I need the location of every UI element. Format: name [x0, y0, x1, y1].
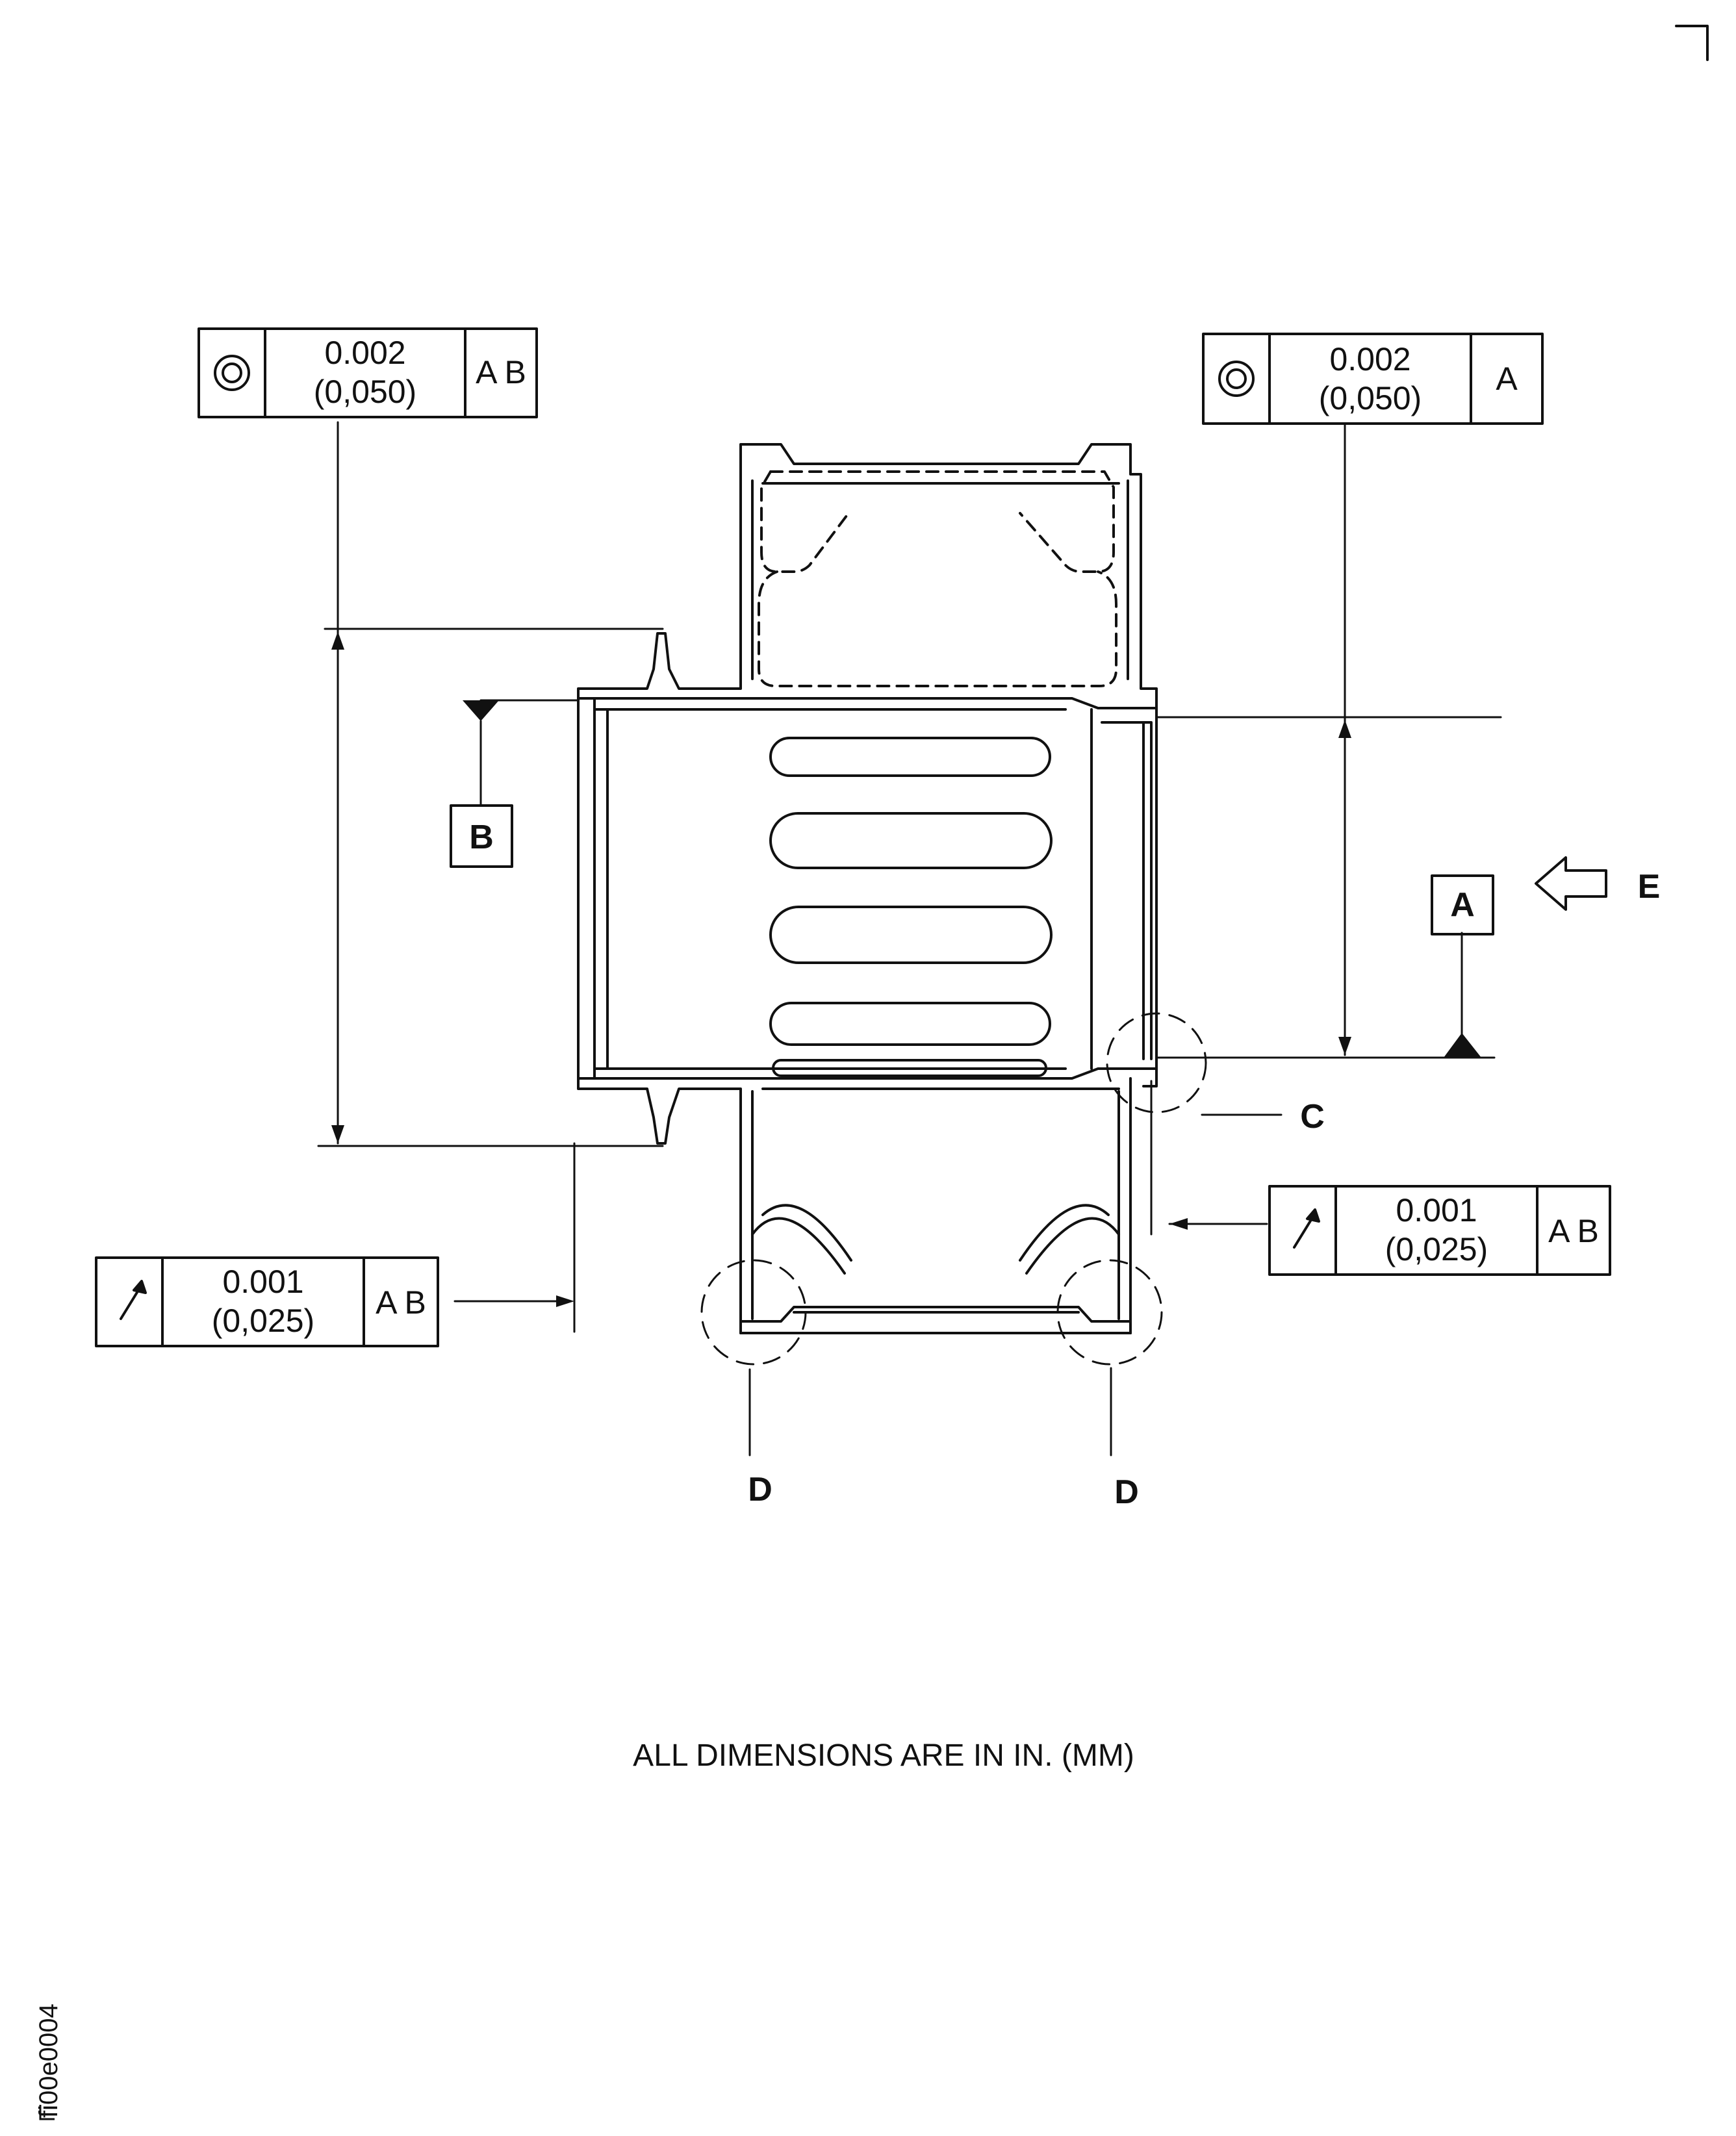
detail-circle-d-left [700, 1259, 807, 1366]
dimension-lines [317, 421, 1502, 1456]
footer-note: ALL DIMENSIONS ARE IN IN. (MM) [633, 1738, 1134, 1773]
fcf-left-text: 0.001 (0,025) A B [212, 1264, 426, 1339]
runout-icon [1293, 1208, 1320, 1249]
fcf-top-left-text: 0.002 (0,050) A B [314, 335, 526, 410]
fcf-top-right-value: 0.002 [1329, 341, 1410, 377]
view-arrow-e-icon [1535, 856, 1607, 911]
fcf-right-value-mm: (0,025) [1385, 1231, 1488, 1267]
detail-circle-d-right [1056, 1259, 1163, 1366]
fcf-left-value: 0.001 [222, 1264, 303, 1300]
arrowheads [331, 631, 1351, 1307]
fcf-left-datums: A B [376, 1284, 426, 1321]
fcf-right-text: 0.001 (0,025) A B [1385, 1192, 1599, 1267]
datum-a-label: A [1450, 886, 1475, 924]
fcf-right-frame [1268, 1185, 1611, 1276]
fcf-top-right-value-mm: (0,050) [1319, 380, 1422, 416]
datum-a-triangle [1444, 1033, 1481, 1058]
label-c: C [1300, 1098, 1325, 1136]
fcf-top-right-text: 0.002 (0,050) A [1319, 341, 1518, 416]
corner-mark [1675, 25, 1709, 61]
detail-circles [700, 1012, 1207, 1366]
fcf-left-frame [95, 1256, 439, 1347]
datum-a-box [1431, 874, 1494, 935]
fcf-top-right-datums: A [1496, 361, 1518, 397]
fcf-top-left-frame [198, 327, 538, 418]
runout-icon [120, 1280, 147, 1320]
fcf-left-value-mm: (0,025) [212, 1303, 314, 1339]
fcf-top-right-frame [1202, 333, 1544, 425]
fcf-top-left-value-mm: (0,050) [314, 374, 416, 410]
part-outline [577, 443, 1158, 1334]
concentricity-icon [1218, 361, 1255, 397]
label-e: E [1638, 868, 1661, 906]
fcf-top-left-value: 0.002 [324, 335, 405, 371]
fcf-right-datums: A B [1548, 1213, 1599, 1249]
concentricity-icon [214, 355, 250, 391]
datum-b-box [450, 804, 513, 868]
figure-id: fi00e0004 [34, 2003, 63, 2118]
datum-b-label: B [469, 819, 494, 856]
figure-id-group: fi00e0004 [34, 2003, 63, 2120]
detail-circle-c [1106, 1012, 1207, 1113]
fcf-top-left-datums: A B [476, 354, 526, 390]
label-d-right: D [1114, 1473, 1139, 1511]
datum-b-triangle [463, 700, 499, 721]
label-d-left: D [748, 1471, 772, 1508]
fcf-right-value: 0.001 [1396, 1192, 1477, 1228]
